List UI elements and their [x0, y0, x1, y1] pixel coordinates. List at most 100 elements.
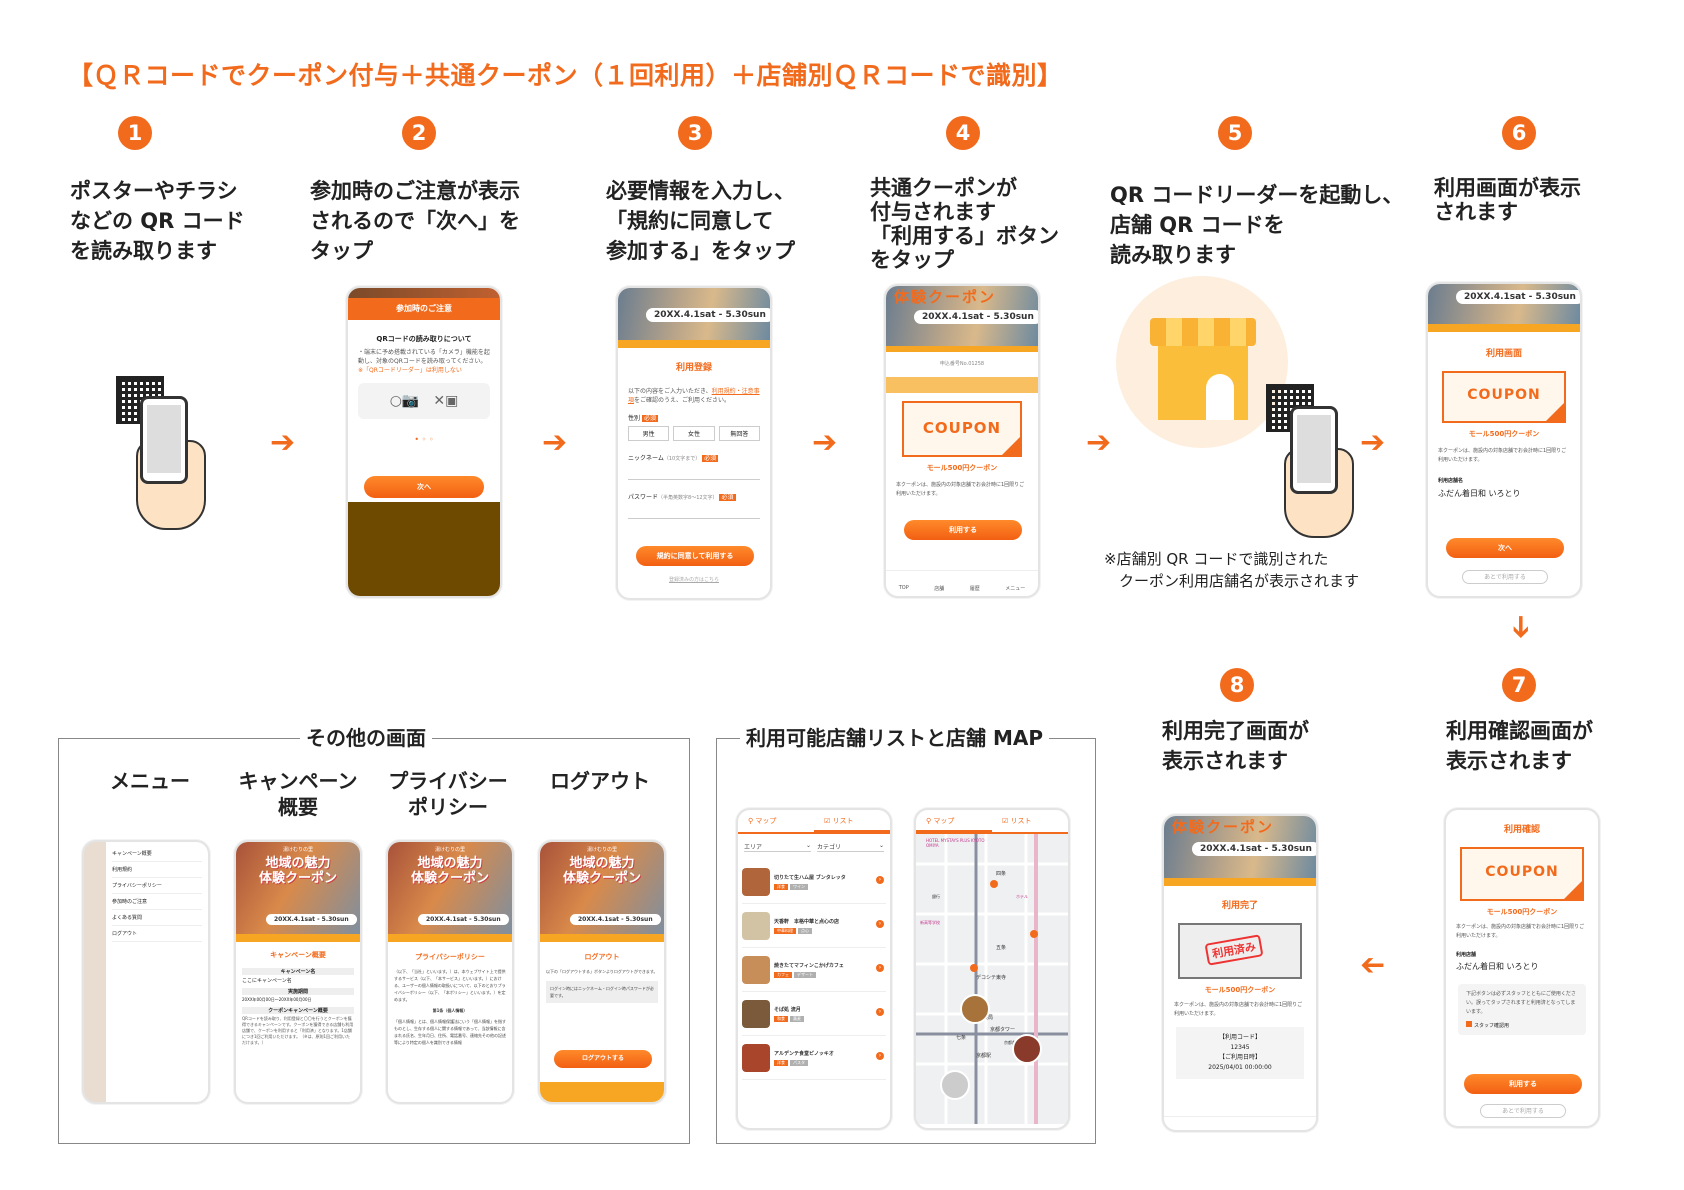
step-3-caption: 必要情報を入力し、 「規約に同意して 参加する」をタップ: [606, 179, 795, 263]
tab-map[interactable]: ⚲ マップ: [738, 810, 814, 832]
register-screen: 20XX.4.1sat - 5.30sun 利用登録 以下の内容をご入力いただき…: [616, 286, 772, 600]
map-label: 京都劇場: [1004, 1040, 1020, 1045]
other-screens-title: その他の画面: [300, 722, 432, 751]
map-pin-icon[interactable]: [990, 880, 998, 888]
later-button[interactable]: あとで利用する: [1462, 570, 1548, 584]
login-link[interactable]: 登録済みの方はこちら: [668, 577, 719, 583]
label-privacy: プライバシー ポリシー: [388, 769, 508, 819]
store-tag: 中華料理: [774, 927, 796, 934]
store-tag: カフェ: [774, 971, 792, 978]
store-list-item[interactable]: そば処 流月和食蕎麦›: [742, 992, 886, 1036]
terms-link[interactable]: 利用規約・注意事項: [628, 388, 760, 404]
banner-title: 地域の魅力 体験クーポン: [410, 856, 489, 886]
step-4-caption: 共通クーポンが 付与されます 「利用する」ボタン をタップ: [870, 176, 1059, 272]
register-intro-end: をご確認のうえ、ご利用ください。: [634, 397, 731, 404]
gender-option-male[interactable]: 男性: [628, 426, 670, 441]
nav-stores[interactable]: 店舗: [934, 586, 945, 592]
store-tag: 点心: [798, 927, 812, 934]
use-button[interactable]: 利用する: [904, 520, 1022, 540]
nav-menu[interactable]: メニュー: [1005, 586, 1026, 592]
store-note: ※店舗別 QR コードで識別された クーポン利用店舗名が表示されます: [1104, 550, 1360, 590]
menu-item-faq[interactable]: よくある質問: [112, 910, 202, 926]
menu-item-campaign[interactable]: キャンペーン概要: [112, 846, 202, 862]
arrow-right-icon: ➔: [270, 425, 296, 460]
gender-option-female[interactable]: 女性: [673, 426, 715, 441]
menu-item-terms[interactable]: 利用規約: [112, 862, 202, 878]
chevron-down-icon: ⌄: [878, 842, 884, 849]
store-tag: 洋食: [774, 883, 788, 890]
campaign-dates: 20XX.4.1sat - 5.30sun: [1192, 842, 1316, 856]
store-list-item[interactable]: 切りたて生ハム屋 ブンタレッタ洋食ワイン›: [742, 860, 886, 904]
nav-top[interactable]: TOP: [898, 585, 909, 591]
smartphone-icon: [1290, 406, 1338, 494]
chevron-right-icon: ›: [876, 876, 884, 884]
nickname-label: ニックネーム: [628, 455, 664, 462]
gender-option-none[interactable]: 無回答: [718, 426, 760, 441]
step-2-number: 2: [402, 116, 436, 150]
qr-note-warning: ※「QRコードリーダー」は利用しない: [358, 367, 462, 374]
password-label: パスワード: [628, 494, 659, 501]
logout-button[interactable]: ログアウトする: [554, 1050, 652, 1068]
map-pin-icon[interactable]: [1030, 930, 1038, 938]
required-badge: 必須: [641, 415, 658, 422]
agree-submit-button[interactable]: 規約に同意して利用する: [636, 546, 754, 566]
next-button[interactable]: 次へ: [364, 476, 484, 498]
store-list-item[interactable]: 焼きたてマフィンこかげカフェカフェデザート›: [742, 948, 886, 992]
nickname-input[interactable]: [628, 466, 760, 480]
store-map[interactable]: HOTEL MYSTAYS PLUS KYOTO OMIYA 四条 五条 デコシ…: [916, 834, 1068, 1124]
map-label: 四条: [996, 871, 1007, 877]
tab-map[interactable]: ⚲ マップ: [916, 810, 992, 832]
coupon-label: COUPON: [1467, 387, 1541, 403]
map-store-marker[interactable]: [1012, 1034, 1042, 1064]
banner-heading: 体験クーポン: [894, 288, 997, 306]
password-input[interactable]: [628, 505, 760, 519]
next-button[interactable]: 次へ: [1446, 538, 1564, 558]
step-8-caption: 利用完了画面が 表示されます: [1162, 719, 1309, 773]
map-store-marker[interactable]: [940, 1070, 970, 1100]
label-campaign: キャンペーン 概要: [238, 769, 358, 819]
tab-list[interactable]: ☑ リスト: [814, 810, 890, 832]
nav-history[interactable]: 履歴: [969, 586, 980, 592]
map-pin-icon[interactable]: [970, 964, 978, 972]
menu-item-privacy[interactable]: プライバシーポリシー: [112, 878, 202, 894]
application-number: 申込番号No.01258: [939, 361, 985, 367]
store-list-item[interactable]: アルデンテ食堂ピノッキオ洋食パスタ›: [742, 1036, 886, 1080]
store-thumbnail: [742, 1043, 770, 1072]
tab-list[interactable]: ☑ リスト: [992, 810, 1068, 832]
campaign-screen: 湯けむりの里 地域の魅力 体験クーポン 20XX.4.1sat - 5.30su…: [234, 840, 362, 1104]
area-filter[interactable]: エリア ⌄: [744, 842, 811, 852]
qr-note-title: QRコードの読み取りについて: [376, 335, 472, 343]
menu-item-notice[interactable]: 参加時のご注意: [112, 894, 202, 910]
map-store-marker[interactable]: [960, 994, 990, 1024]
banner-title: 地域の魅力 体験クーポン: [258, 856, 337, 886]
campaign-dates: 20XX.4.1sat - 5.30sun: [418, 914, 509, 925]
menu-screen: キャンペーン概要 利用規約 プライバシーポリシー 参加時のご注意 よくある質問 …: [82, 840, 210, 1104]
required-badge: 必須: [702, 455, 719, 462]
store-list-item[interactable]: 天香軒 本格中華と点心の店中華料理点心›: [742, 904, 886, 948]
store-awning-icon: [1150, 318, 1256, 346]
store-tag: ワイン: [790, 883, 808, 890]
later-button[interactable]: あとで利用する: [1480, 1104, 1566, 1118]
code-label: 【利用コード】: [1218, 1034, 1261, 1041]
store-tag: 洋食: [774, 1059, 788, 1066]
staff-check-label: スタッフ確認用: [1474, 1023, 1510, 1029]
category-filter-label: カテゴリ: [817, 844, 842, 851]
checkbox-icon[interactable]: [1466, 1021, 1472, 1027]
menu-item-logout[interactable]: ログアウト: [112, 926, 202, 942]
privacy-section-body: 「個人情報」とは、個人情報保護法にいう「個人情報」を指すものとし、生存する個人に…: [394, 1019, 506, 1045]
category-filter[interactable]: カテゴリ ⌄: [817, 842, 884, 852]
arrow-right-icon: ➔: [1360, 425, 1386, 460]
confirm-screen: 利用確認 COUPON モール500円クーポン 本クーポンは、施設内の対象店舗で…: [1444, 808, 1600, 1128]
step-6-caption: 利用画面が表示 されます: [1434, 176, 1581, 224]
step-6-number: 6: [1502, 116, 1536, 150]
logout-body: 以下の「ログアウトする」ボタンよりログアウトができます。: [546, 969, 658, 974]
store-door-icon: [1206, 374, 1234, 420]
confirm-use-button[interactable]: 利用する: [1464, 1074, 1582, 1094]
banner-heading: 体験クーポン: [1172, 818, 1275, 836]
arrow-right-icon: ➔: [812, 425, 838, 460]
step-4-number: 4: [946, 116, 980, 150]
map-label: 七条: [956, 1035, 967, 1041]
summary-label: クーポンキャンペーン概要: [242, 1007, 354, 1014]
tab-map-label: マップ: [755, 817, 777, 825]
step-2-caption: 参加時のご注意が表示 されるので「次へ」を タップ: [310, 179, 520, 263]
